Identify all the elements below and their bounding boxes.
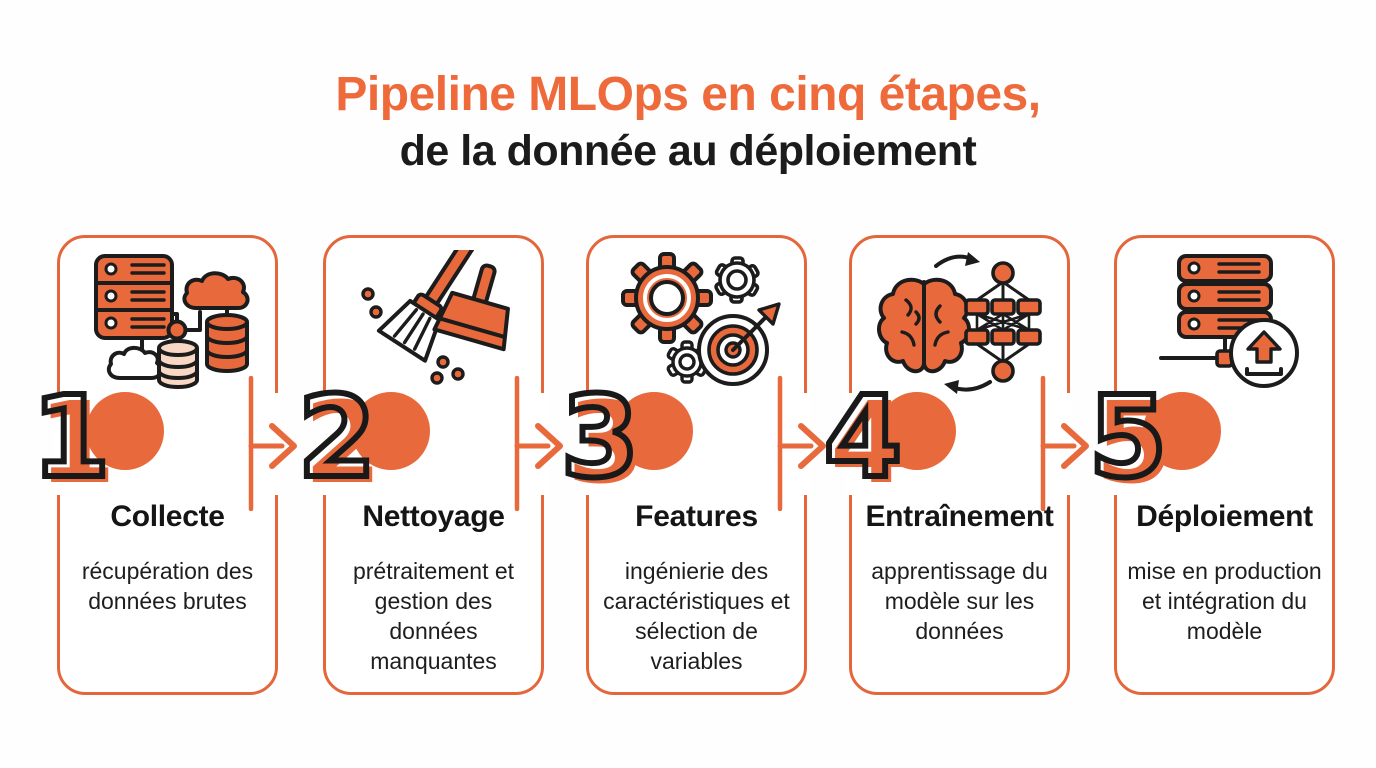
step-number-circle [615, 392, 693, 470]
title-line-1: Pipeline MLOps en cinq étapes, [335, 68, 1041, 121]
feature-engineering-icon [609, 250, 785, 396]
step-number-circle [86, 392, 164, 470]
elbow-right-arrow-icon [248, 376, 297, 511]
step-card-collecte: 1 1 Collecte récupération des données br… [29, 235, 297, 695]
elbow-right-arrow-icon [777, 376, 826, 511]
border-gap [846, 393, 858, 495]
data-collection-icon [80, 250, 256, 396]
step-title: Collecte [110, 500, 225, 533]
step-number: 2 2 [295, 373, 382, 509]
border-gap [54, 393, 66, 495]
step-description: apprentissage du modèle sur les données [871, 558, 1048, 644]
step-number: 3 3 [558, 373, 645, 509]
step-title: Déploiement [1136, 500, 1313, 533]
border-gap [1111, 393, 1123, 495]
deployment-icon [1137, 250, 1313, 396]
step-card-deploiement: 5 5 Déploiement mise en production et in… [1086, 235, 1335, 695]
cleaning-icon [346, 250, 522, 396]
border-gap [320, 393, 332, 495]
step-description: ingénierie des caractéristiques et sélec… [603, 558, 790, 674]
elbow-right-arrow-icon [1040, 376, 1089, 511]
step-number: 5 5 [1086, 373, 1173, 509]
step-title: Features [635, 500, 758, 533]
border-gap [583, 393, 595, 495]
elbow-right-arrow-icon [514, 376, 563, 511]
pipeline-steps-row: 1 1 Collecte récupération des données br… [29, 235, 1336, 698]
step-number-circle [878, 392, 956, 470]
page-title: Pipeline MLOps en cinq étapes, de la don… [0, 66, 1376, 178]
step-number-circle [1143, 392, 1221, 470]
model-training-icon [872, 250, 1048, 396]
title-line-2: de la donnée au déploiement [399, 127, 977, 175]
step-title: Nettoyage [362, 500, 505, 533]
step-card-features: 3 3 Features ingénierie des caractéristi… [558, 235, 826, 695]
step-title: Entraînement [865, 500, 1054, 533]
step-number: 4 4 [821, 373, 908, 509]
step-number-circle [352, 392, 430, 470]
step-description: récupération des données brutes [81, 558, 254, 614]
step-number: 1 1 [29, 373, 116, 509]
step-card-nettoyage: 2 2 Nettoyage prétraitement et gestion d… [295, 235, 563, 695]
step-description: prétraitement et gestion des données man… [352, 558, 515, 674]
step-description: mise en production et intégration du mod… [1127, 558, 1322, 644]
step-card-entrainement: 4 4 Entraînement apprentissage du modèle… [821, 235, 1089, 695]
